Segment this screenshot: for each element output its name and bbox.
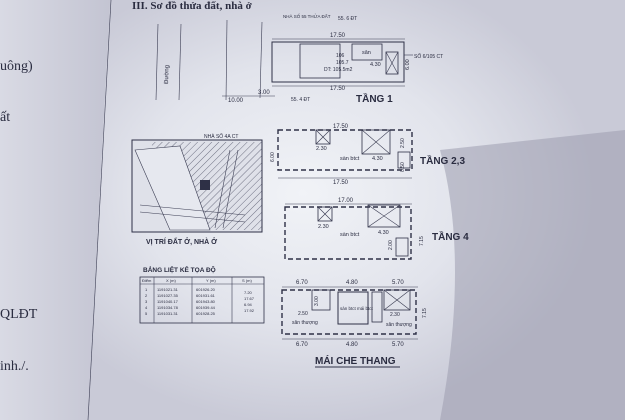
floor1-plan: Đường 3.00 10.00 NHÀ SỐ 55 THỬA ĐẤT 55. … [155, 13, 443, 105]
left-margin-line-4: inh./. [0, 359, 29, 374]
coord-cell: 5 [145, 311, 148, 316]
coord-cell: 1191031.31 [157, 311, 179, 316]
coord-row: 1 1191021.31 601926.20 7.20 [145, 287, 253, 295]
floor4-outline [284, 206, 412, 260]
roof-bottom-dim-b: 4.80 [346, 342, 358, 348]
floor4-dim-b: 4.30 [378, 230, 389, 236]
coord-row: 3 1191040.17 601943.80 6.94 [145, 299, 253, 307]
floor1-top-dim: 17.50 [330, 33, 346, 39]
roof-label: MÁI CHE THANG [315, 354, 396, 367]
coord-cell: 601926.20 [196, 287, 216, 292]
floor23-top-dim: 17.50 [333, 124, 349, 130]
coord-table: BẢNG LIỆT KÊ TỌA ĐỘ Điểm X (m) Y (m) S (… [139, 265, 265, 324]
roof-room-b: sàn btct mái btct [340, 306, 374, 311]
floor1-bottom-dim: 17.50 [330, 86, 346, 92]
roof-room-c: sân thượng [386, 322, 412, 328]
floor23-outline [277, 129, 413, 171]
location-map: NHÀ SỐ 4A CT VỊ TRÍ ĐẤT Ở, NHÀ Ở [131, 133, 263, 246]
roof-side-dim-b: 2.50 [298, 311, 308, 317]
coord-header-2: Y (m) [206, 278, 216, 283]
floor1-area: DT: 105.5m2 [324, 67, 353, 73]
floor4-dim-a: 2.30 [318, 224, 329, 230]
left-margin-text: uông) ất QLĐT inh./. [0, 59, 38, 374]
floor4-room-label: sàn btct [340, 232, 360, 238]
floor1-room-label: sân [362, 50, 371, 56]
left-page [0, 0, 112, 420]
roof-top-dim-b: 4.80 [346, 280, 358, 286]
coord-row: 2 1191027.35 601931.61 17.67 [145, 293, 255, 301]
floor1-width-mid: 4.30 [370, 62, 381, 68]
floor4-side-dim-a: 2.00 [388, 240, 394, 250]
roof-room-a: sân thượng [292, 320, 318, 326]
floor1-neighbor-right: SỐ 6/105 CT [414, 53, 443, 60]
coord-cell: 1 [145, 287, 148, 292]
roof-side-dim-c: 2.30 [390, 312, 400, 318]
floor23-side-dim-c: 0.50 [400, 162, 406, 172]
coord-cell: 7.20 [244, 290, 253, 295]
floor1-inner-a: 106 [336, 53, 345, 59]
floor4-side-dim-b: 7.15 [419, 236, 425, 246]
coord-cell: 3 [145, 299, 148, 304]
coord-cell: 601931.61 [196, 293, 216, 298]
coord-cell: 601928.25 [196, 311, 216, 316]
roof-side-dim-a: 3.00 [314, 296, 320, 306]
coord-row: 4 1191034.78 601939.44 17.92 [145, 305, 255, 313]
left-margin-line-1: uông) [0, 59, 33, 74]
coord-cell: 17.67 [244, 296, 255, 301]
coord-cell: 1191027.35 [157, 293, 179, 298]
page-shadow [440, 130, 625, 420]
roof-bottom-dim-a: 6.70 [296, 342, 308, 348]
floor1-road-label: Đường [164, 65, 171, 84]
roof-side-dim-d: 7.15 [422, 308, 428, 318]
roof-outline [281, 289, 417, 335]
location-title: VỊ TRÍ ĐẤT Ở, NHÀ Ở [146, 236, 217, 246]
roof-top-dim-c: 5.70 [392, 280, 404, 286]
floor23-dim-a: 2.30 [316, 146, 327, 152]
floor23-room-label: sàn btct [340, 156, 360, 162]
floor1-neighbor-bottom: 55. 4 ĐT [291, 97, 310, 103]
coord-cell: 17.92 [244, 308, 255, 313]
coord-cell: 601939.44 [196, 305, 216, 310]
floor4-label: TẦNG 4 [432, 230, 469, 243]
coord-row: 5 1191031.31 601928.25 [145, 311, 216, 316]
coord-cell: 601943.80 [196, 299, 216, 304]
coord-cell: 1191040.17 [157, 299, 179, 304]
coord-cell: 6.94 [244, 302, 253, 307]
floor4-top-dim: 17.00 [338, 198, 354, 204]
floor4-plan: 17.00 2.30 4.30 sàn btct 2.00 7.15 TẦNG … [284, 198, 469, 260]
floor23-label: TẦNG 2,3 [420, 154, 465, 167]
floor23-side-dim-a: 6.00 [270, 152, 276, 162]
coord-cell: 1191034.78 [157, 305, 179, 310]
coord-header-3: S (m) [242, 278, 252, 283]
floor1-right-dim: 6.00 [405, 59, 411, 70]
coord-cell: 1191021.31 [157, 287, 179, 292]
floor23-bottom-dim: 17.50 [333, 180, 349, 186]
floor1-inner-b: 105.7 [336, 60, 349, 66]
floor23-side-dim-b: 2.50 [400, 138, 406, 148]
roof-top-dim-a: 6.70 [296, 280, 308, 286]
floor1-left-dim-a: 3.00 [258, 90, 270, 96]
coord-table-title: BẢNG LIỆT KÊ TỌA ĐỘ [143, 265, 216, 274]
floor23-dim-b: 4.30 [372, 156, 383, 162]
floor1-left-dim-b: 10.00 [228, 98, 244, 104]
coord-cell: 2 [145, 293, 148, 298]
section-title: III. Sơ đồ thửa đất, nhà ở [132, 0, 253, 12]
floor1-label: TẦNG 1 [356, 92, 393, 105]
floor1-neighbor-top-right: 55. 6 ĐT [338, 16, 357, 22]
left-margin-line-2: ất [0, 110, 10, 125]
coord-header-0: Điểm [142, 278, 152, 283]
floor1-outline [271, 41, 405, 83]
roof-plan: 6.70 4.80 5.70 sân thượng sàn btct mái b… [281, 280, 428, 368]
coord-header-1: X (m) [166, 278, 176, 283]
location-note: NHÀ SỐ 4A CT [204, 133, 238, 140]
roof-bottom-dim-c: 5.70 [392, 342, 404, 348]
floor23-plan: 17.50 2.30 4.30 sàn btct 6.00 2.50 0.50 … [270, 124, 465, 186]
coord-cell: 4 [145, 305, 148, 310]
floor1-neighbor-top-left: NHÀ SỐ 55 THỬA ĐẤT [283, 13, 331, 19]
left-margin-line-3: QLĐT [0, 307, 38, 322]
